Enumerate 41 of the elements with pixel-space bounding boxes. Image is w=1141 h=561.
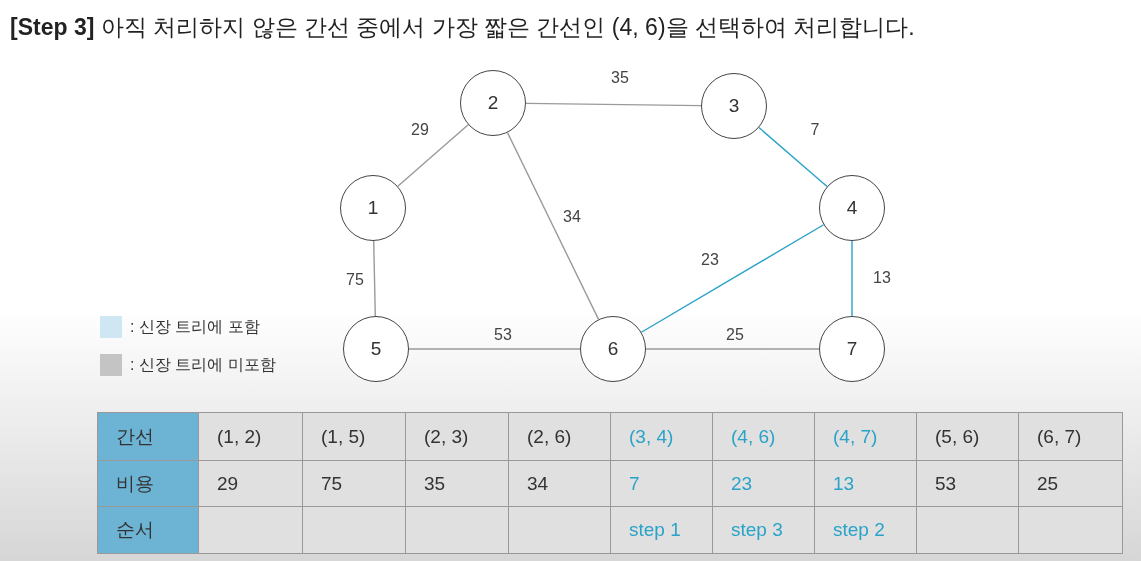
connector-line (525, 102, 702, 107)
graph-node-circle: 2 (460, 70, 526, 136)
title: [Step 3] 아직 처리하지 않은 간선 중에서 가장 짧은 간선인 (4, 6)을 선택하여 처리합니다. (10, 13, 915, 42)
table-cell: (1, 5) (302, 412, 406, 461)
edge-label: 23 (701, 251, 719, 269)
table-cell: (6, 7) (1018, 412, 1123, 461)
table-header-cell: 간선 (97, 412, 199, 461)
table-header-cell: 비용 (97, 460, 199, 507)
graph-node-circle: 1 (340, 175, 406, 241)
table-cell: 25 (1018, 460, 1123, 507)
connector-line (373, 240, 376, 317)
graph-node-circle: 6 (580, 316, 646, 382)
connector-line (506, 131, 600, 321)
table-cell: (4, 7) (814, 412, 917, 461)
table-header-cell: 순서 (97, 506, 199, 554)
graph-node-circle: 5 (343, 316, 409, 382)
legend-text: : 신장 트리에 포함 (130, 316, 260, 337)
table-cell: (2, 3) (405, 412, 509, 461)
connector-line (645, 348, 820, 350)
edge-label: 25 (726, 326, 744, 344)
table-cell: (5, 6) (916, 412, 1019, 461)
edge-label: 75 (346, 271, 364, 289)
edge-label: 13 (873, 269, 891, 287)
table-cell: (2, 6) (508, 412, 611, 461)
edge-label: 53 (494, 326, 512, 344)
graph-node-circle: 7 (819, 316, 885, 382)
table-cell: (4, 6) (712, 412, 815, 461)
edge-label: 34 (563, 208, 581, 226)
connector-line (640, 224, 825, 333)
connector-line (851, 240, 853, 317)
edge-label: 29 (411, 121, 429, 139)
table-cell: (1, 2) (198, 412, 303, 461)
connector-line (397, 124, 469, 187)
legend-text: : 신장 트리에 미포함 (130, 354, 276, 375)
edge-label: 35 (611, 69, 629, 87)
connector-line (408, 348, 581, 350)
table-cell: (3, 4) (610, 412, 713, 461)
graph-node-circle: 3 (701, 73, 767, 139)
edge-label: 7 (810, 121, 820, 139)
connector-line (758, 126, 828, 188)
graph-node-circle: 4 (819, 175, 885, 241)
